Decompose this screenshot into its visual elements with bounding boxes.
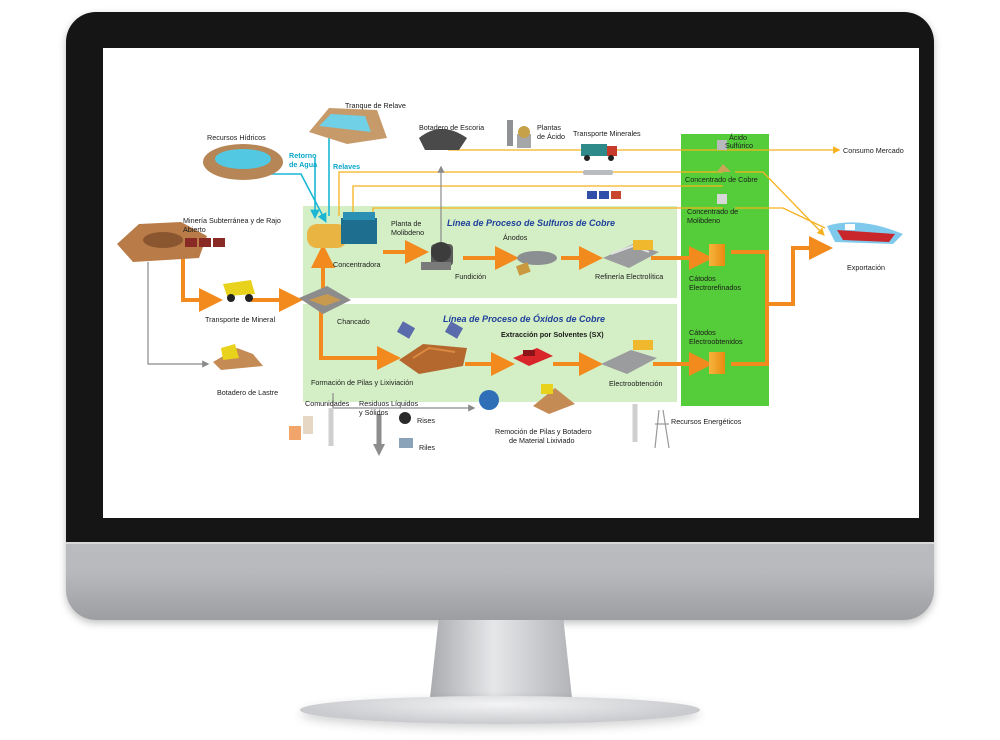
sulfide-line-title: Línea de Proceso de Sulfuros de Cobre [447,218,615,228]
refined-cathodes-label-2: Electrorefinados [689,283,741,292]
electrowinning-label: Electroobtención [609,379,663,388]
communities-label: Comunidades [305,399,350,408]
crusher-icon [299,286,351,314]
export-ship-icon [827,222,903,244]
waste-dump-icon [213,344,263,370]
refinery-cells-icon [603,240,659,268]
sulfuric-acid-icon [717,140,727,150]
mining-label-1: Minería Subterránea y de Rajo [183,216,281,225]
acid-plant-label-2: de Ácido [537,132,565,141]
mineral-transport-label: Transporte Minerales [573,129,641,138]
refined-cathodes-label-1: Cátodos [689,274,716,283]
concentrate-to-export-flow [735,171,825,236]
tailings-dam-label: Tranque de Relave [345,101,406,110]
sulfuric-acid-label-1: Ácido [729,133,747,142]
open-pit-mine-icon [117,222,207,262]
sulfuric-acid-label-2: Sulfúrico [725,141,753,150]
molybdenum-plant-label-2: Molibdeno [391,228,424,237]
copper-concentrate-label: Concentrado de Cobre [685,175,758,184]
molybdenum-to-export-flow [735,207,826,229]
waste-rock-flow [147,262,210,368]
residues-label-1: Residuos Líquidos [359,399,419,408]
rises-label: Rises [417,416,435,425]
residues-label-2: y Sólidos [359,408,389,417]
mining-process-diagram: Línea de Proceso de Sulfuros de Cobre Lí… [117,101,904,456]
crushing-to-heap-flow [319,310,401,370]
slag-dump-label: Botadero de Escoria [419,123,484,132]
concentrate-rail-icon [583,170,613,175]
ore-train-icon [185,238,225,247]
slag-dump-icon [419,129,467,150]
molybdenum-concentrate-icon [717,194,727,204]
tailings-label: Relaves [333,162,360,171]
oxide-line-title: Línea de Proceso de Óxidos de Cobre [443,313,605,324]
acid-plant-icon [507,120,531,148]
leach-removal-label-2: de Material Lixiviado [509,436,575,445]
smelter-icon [421,242,453,270]
water-resources-icon [203,144,283,180]
acid-plant-label-1: Plantas [537,123,561,132]
electrowinning-icon [601,340,657,374]
concentrator-icon [307,212,377,248]
haul-truck-icon [223,280,255,302]
crushing-label: Chancado [337,317,370,326]
mineral-truck-icon [581,144,617,161]
tailings-dam-icon [309,108,387,144]
waste-residue-icon [373,412,413,456]
electrowon-cathodes-label-1: Cátodos [689,328,716,337]
smelter-label: Fundición [455,272,486,281]
anode-wheel-icon [515,251,557,276]
communities-icon [289,408,334,446]
oxide-process-zone [303,304,677,402]
mining-label-2: Abierto [183,225,206,234]
refined-cathode-icon [709,244,725,266]
concentrator-label: Concentradora [333,260,381,269]
energy-resources-icon [632,404,670,449]
monitor-stand-base [300,696,700,724]
leach-removal-icon [479,384,575,414]
leach-removal-label-1: Remoción de Pilas y Botadero [495,427,592,436]
electrowon-cathodes-export-flow [731,304,769,366]
molybdenum-train-icon [587,191,621,199]
monitor-screen: Línea de Proceso de Sulfuros de Cobre Lí… [103,48,919,518]
market-consumption-label: Consumo Mercado [843,146,904,155]
monitor: Línea de Proceso de Sulfuros de Cobre Lí… [66,12,934,620]
molybdenum-concentrate-label-1: Concentrado de [687,207,738,216]
anodes-label: Ánodos [503,233,528,242]
water-return-label-2: de Agua [289,160,318,169]
molybdenum-plant-label-1: Planta de [391,219,421,228]
energy-resources-label: Recursos Energéticos [671,417,742,426]
cathodes-to-export-flow [767,236,833,306]
electrowon-cathode-icon [709,352,725,374]
molybdenum-concentrate-label-2: Molibdeno [687,216,720,225]
heap-leach-icon [396,321,467,374]
refinery-label: Refinería Electrolítica [595,272,663,281]
water-resources-label: Recursos Hídricos [207,133,266,142]
heap-leach-label: Formación de Pilas y Lixiviación [311,378,413,387]
copper-concentrate-icon [717,164,731,172]
mine-to-transport-flow [181,256,223,312]
waste-dump-label: Botadero de Lastre [217,388,278,397]
concentrate-flow [352,185,723,218]
ore-transport-label: Transporte de Mineral [205,315,275,324]
monitor-stand-neck [430,620,572,698]
solvent-extraction-icon [513,348,553,366]
riles-label: Riles [419,443,435,452]
monitor-chin-line [66,542,934,544]
solvent-extraction-label: Extracción por Solventes (SX) [501,330,604,339]
export-label: Exportación [847,263,885,272]
electrowon-cathodes-label-2: Electroobtenidos [689,337,743,346]
water-return-label-1: Retorno [289,151,317,160]
